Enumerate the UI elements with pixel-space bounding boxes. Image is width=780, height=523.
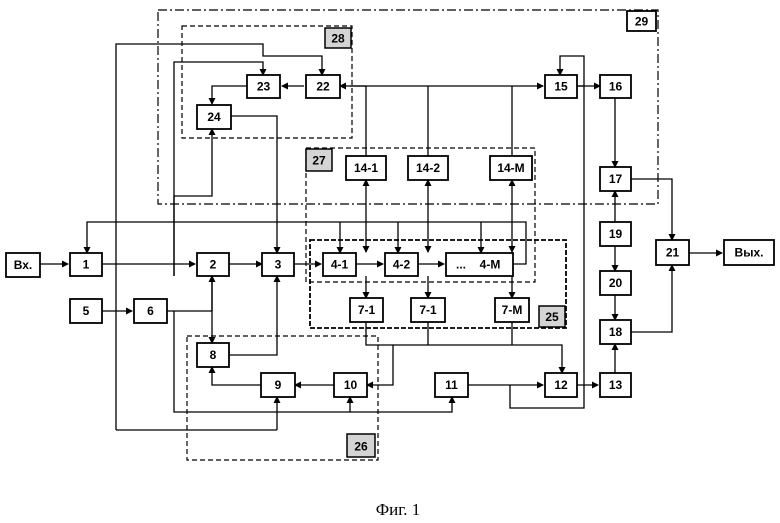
block-9: 9 bbox=[261, 373, 295, 397]
block-7-1: 7-1 bbox=[350, 298, 383, 322]
svg-text:11: 11 bbox=[445, 378, 458, 392]
block-8: 8 bbox=[197, 343, 229, 367]
block-11: 11 bbox=[435, 373, 468, 397]
svg-text:18: 18 bbox=[609, 325, 623, 339]
svg-text:17: 17 bbox=[609, 172, 623, 186]
block-21: 21 bbox=[656, 240, 689, 265]
block-13: 13 bbox=[600, 373, 631, 397]
block-19: 19 bbox=[600, 222, 631, 246]
group-28-label: 28 bbox=[331, 32, 345, 46]
svg-text:2: 2 bbox=[210, 258, 217, 272]
block-7-1-second: 7-1 bbox=[411, 298, 445, 322]
svg-text:4-2: 4-2 bbox=[393, 258, 411, 272]
block-22: 22 bbox=[306, 75, 340, 98]
figure-caption: Фиг. 1 bbox=[376, 500, 421, 519]
blocks: Вх. 1 2 3 4-1 4-2 ... 4-M 5 6 7-1 7-1 7-M… bbox=[6, 75, 774, 397]
block-20: 20 bbox=[600, 271, 631, 295]
block-10: 10 bbox=[334, 373, 367, 397]
group-27-label: 27 bbox=[312, 154, 326, 168]
block-4-m: ... 4-M bbox=[446, 253, 513, 276]
svg-text:8: 8 bbox=[210, 348, 217, 362]
block-14-2: 14-2 bbox=[408, 156, 448, 180]
svg-text:14-2: 14-2 bbox=[416, 161, 440, 175]
block-3: 3 bbox=[262, 253, 294, 276]
block-15: 15 bbox=[545, 75, 577, 98]
block-7-m: 7-M bbox=[495, 298, 529, 322]
block-2: 2 bbox=[197, 253, 229, 276]
svg-text:9: 9 bbox=[275, 378, 282, 392]
block-1: 1 bbox=[70, 253, 102, 276]
svg-text:7-M: 7-M bbox=[502, 303, 523, 317]
block-output: Вых. bbox=[724, 240, 774, 265]
svg-text:10: 10 bbox=[344, 378, 358, 392]
svg-text:Вх.: Вх. bbox=[14, 258, 33, 272]
svg-text:5: 5 bbox=[83, 304, 90, 318]
svg-text:Вых.: Вых. bbox=[735, 246, 764, 260]
svg-text:1: 1 bbox=[83, 258, 90, 272]
block-16: 16 bbox=[600, 75, 631, 98]
svg-text:23: 23 bbox=[257, 80, 271, 94]
svg-text:15: 15 bbox=[554, 80, 568, 94]
svg-text:19: 19 bbox=[609, 227, 623, 241]
block-18: 18 bbox=[600, 320, 631, 344]
svg-text:6: 6 bbox=[147, 304, 154, 318]
block-24: 24 bbox=[197, 105, 231, 129]
svg-text:3: 3 bbox=[275, 258, 282, 272]
svg-text:13: 13 bbox=[609, 378, 623, 392]
svg-text:4-M: 4-M bbox=[480, 258, 501, 272]
svg-text:7-1: 7-1 bbox=[358, 303, 376, 317]
block-6: 6 bbox=[134, 299, 167, 323]
svg-text:21: 21 bbox=[666, 246, 680, 260]
svg-text:4-1: 4-1 bbox=[331, 258, 349, 272]
svg-text:14-1: 14-1 bbox=[354, 161, 378, 175]
svg-text:7-1: 7-1 bbox=[419, 303, 437, 317]
block-4-2: 4-2 bbox=[385, 253, 418, 276]
svg-text:20: 20 bbox=[609, 276, 623, 290]
svg-text:14-M: 14-M bbox=[497, 161, 524, 175]
block-23: 23 bbox=[247, 75, 280, 98]
block-17: 17 bbox=[600, 167, 631, 191]
group-25-label: 25 bbox=[545, 310, 559, 324]
svg-text:24: 24 bbox=[207, 110, 221, 124]
group-26-label: 26 bbox=[354, 440, 368, 454]
block-12: 12 bbox=[545, 373, 577, 397]
block-4-1: 4-1 bbox=[323, 253, 356, 276]
block-5: 5 bbox=[70, 299, 102, 323]
block-14-1: 14-1 bbox=[346, 156, 386, 180]
svg-text:...: ... bbox=[456, 258, 466, 272]
svg-text:12: 12 bbox=[554, 378, 568, 392]
svg-text:22: 22 bbox=[316, 80, 330, 94]
group-29-label: 29 bbox=[635, 15, 649, 29]
block-14-m: 14-M bbox=[490, 156, 532, 180]
svg-text:16: 16 bbox=[609, 80, 623, 94]
group-frames bbox=[158, 10, 658, 460]
block-input: Вх. bbox=[6, 253, 40, 277]
